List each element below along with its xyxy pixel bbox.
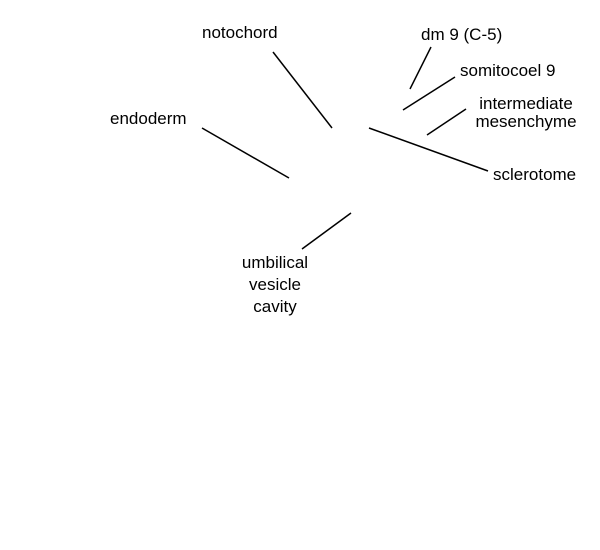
dm9-leader-line — [409, 46, 432, 90]
intermediate-mesenchyme-line-1: intermediate — [479, 94, 573, 113]
somitocoel-leader-line — [402, 76, 456, 111]
intermediate-mesenchyme-line-2: mesenchyme — [475, 112, 577, 131]
sclerotome-leader-line — [368, 127, 489, 172]
intermediate-mesenchyme-label: intermediate mesenchyme — [469, 95, 583, 131]
notochord-leader-line — [272, 51, 333, 129]
umbilical-vesicle-cavity-label: umbilical vesicle cavity — [225, 252, 325, 318]
umbilical-vesicle-cavity-leader-line — [301, 212, 352, 250]
somitocoel-label: somitocoel 9 — [460, 61, 556, 80]
umbilical-vesicle-cavity-line-2: vesicle — [249, 275, 301, 294]
intermediate-mesenchyme-leader-line — [426, 108, 467, 136]
umbilical-vesicle-cavity-line-3: cavity — [253, 297, 297, 316]
dm9-label: dm 9 (C-5) — [421, 25, 503, 44]
notochord-label: notochord — [202, 23, 278, 42]
endoderm-label: endoderm — [110, 109, 187, 128]
umbilical-vesicle-cavity-line-1: umbilical — [241, 253, 309, 272]
sclerotome-label: sclerotome — [493, 165, 577, 184]
endoderm-leader-line — [201, 127, 290, 179]
